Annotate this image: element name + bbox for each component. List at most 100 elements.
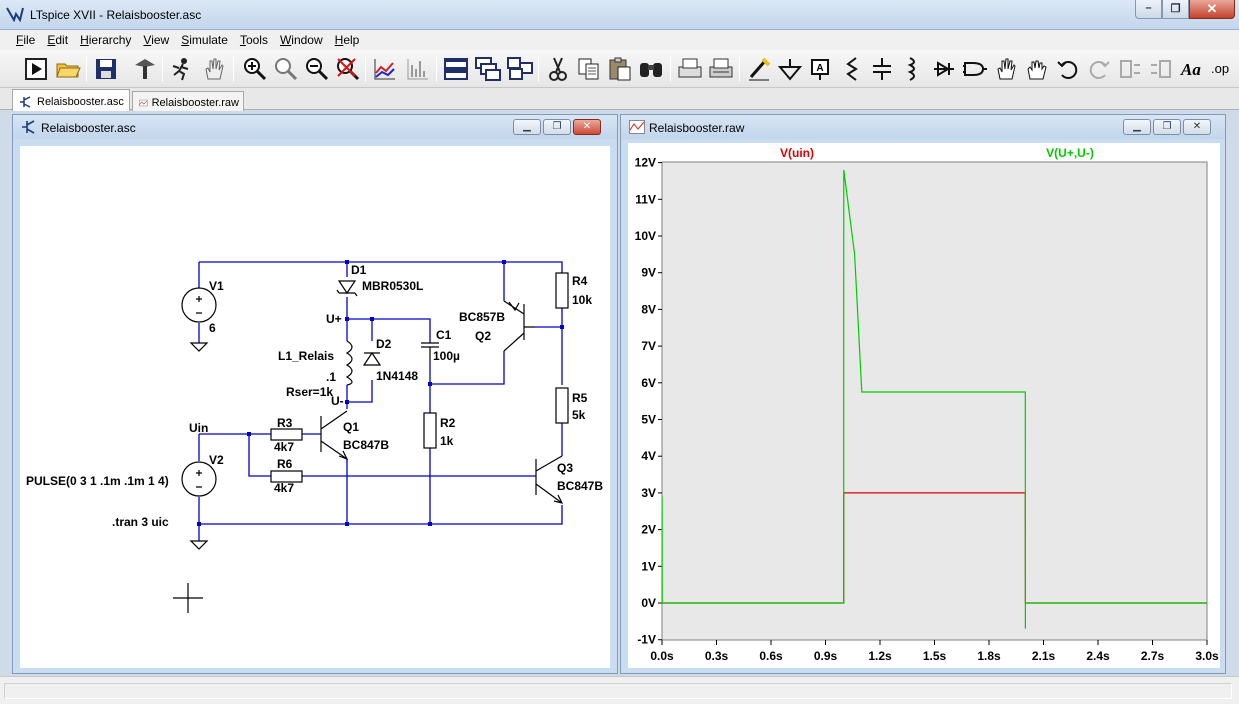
y-tick-label: 1V — [641, 559, 656, 573]
drag-icon[interactable] — [1023, 55, 1051, 83]
capacitor-icon[interactable] — [868, 55, 896, 83]
copy-icon[interactable] — [575, 55, 603, 83]
y-tick-label: -1V — [637, 633, 656, 647]
menu-accelerator: S — [181, 33, 190, 47]
toolbar-separator — [538, 56, 539, 82]
menu-hierarchy[interactable]: Hierarchy — [74, 30, 137, 50]
redo-icon[interactable] — [1085, 55, 1113, 83]
menu-simulate[interactable]: Simulate — [175, 30, 234, 50]
run-icon[interactable] — [22, 55, 50, 83]
q1-transistor[interactable] — [320, 410, 349, 461]
trace-vuplus-uminus[interactable] — [661, 169, 1207, 629]
legend: V(uin) V(U+,U-) — [780, 146, 1094, 160]
minimize-button[interactable]: – — [1135, 0, 1162, 19]
crosshair-cursor — [173, 583, 203, 613]
schematic-restore-button[interactable]: ❐ — [543, 119, 571, 135]
label-r2-value: 1k — [440, 434, 454, 448]
paste-icon[interactable] — [606, 55, 634, 83]
r5-resistor[interactable] — [555, 387, 569, 424]
menu-file[interactable]: File — [10, 30, 41, 50]
r6-resistor[interactable] — [270, 470, 303, 483]
x-tick-label: 2.4s — [1086, 649, 1110, 663]
d1-diode[interactable] — [336, 280, 358, 297]
menu-label-rest: dit — [55, 33, 69, 47]
cascade-icon[interactable] — [474, 55, 502, 83]
resistor-icon[interactable] — [838, 55, 866, 83]
menu-edit[interactable]: Edit — [41, 30, 74, 50]
autorange-icon[interactable] — [371, 55, 399, 83]
inductor-icon[interactable] — [898, 55, 926, 83]
zoom-cancel-icon[interactable] — [333, 55, 361, 83]
y-tick-label: 6V — [641, 376, 656, 390]
y-tick-label: 11V — [635, 192, 656, 206]
waveform-restore-button[interactable]: ❐ — [1153, 119, 1181, 135]
fft-icon[interactable] — [404, 55, 432, 83]
tab-waveform[interactable]: Relaisbooster.raw — [132, 91, 244, 111]
save-icon[interactable] — [92, 55, 120, 83]
y-tick-label: 10V — [635, 229, 656, 243]
spice-directive-icon[interactable]: .op — [1208, 55, 1238, 83]
pan-icon[interactable] — [200, 55, 228, 83]
zoom-area-icon[interactable] — [271, 55, 299, 83]
rotate-icon[interactable] — [1116, 55, 1144, 83]
text-icon[interactable]: Aa — [1178, 55, 1206, 83]
close-icon: ✕ — [1192, 121, 1202, 132]
r4-resistor[interactable] — [555, 272, 569, 309]
diode-icon[interactable] — [930, 55, 958, 83]
menu-tools[interactable]: Tools — [234, 30, 274, 50]
find-icon[interactable] — [637, 55, 665, 83]
maximize-button[interactable]: ❐ — [1162, 0, 1189, 19]
l1-inductor[interactable] — [345, 340, 353, 386]
menu-help[interactable]: Help — [329, 30, 366, 50]
component-icon[interactable] — [961, 55, 989, 83]
menu-view[interactable]: View — [137, 30, 175, 50]
wire-icon[interactable] — [745, 55, 773, 83]
tile-vertical-icon[interactable] — [506, 55, 534, 83]
zoom-in-icon[interactable] — [240, 55, 268, 83]
tab-schematic[interactable]: Relaisbooster.asc — [12, 89, 130, 111]
label-r3-value: 4k7 — [274, 440, 294, 454]
schematic-canvas[interactable]: V1 6 D1 MBR0530L R4 10k BC857B Q2 U+ D2 … — [20, 146, 610, 668]
label-uplus: U+ — [326, 312, 342, 326]
tile-horizontal-icon[interactable] — [442, 55, 470, 83]
r3-resistor[interactable] — [270, 428, 303, 441]
v1-source[interactable] — [181, 287, 217, 323]
schematic-close-button[interactable]: ✕ — [573, 119, 601, 135]
c1-capacitor[interactable] — [421, 342, 439, 361]
schematic-window-controls: ▁ ❐ ✕ — [513, 119, 601, 135]
x-tick-label: 1.8s — [977, 649, 1001, 663]
label-d1: D1 — [351, 263, 367, 277]
control-panel-icon[interactable] — [131, 55, 159, 83]
print-icon[interactable] — [707, 55, 735, 83]
waveform-minimize-button[interactable]: ▁ — [1123, 119, 1151, 135]
close-button[interactable]: ✕ — [1189, 0, 1235, 19]
move-icon[interactable] — [992, 55, 1020, 83]
menu-window[interactable]: Window — [274, 30, 329, 50]
q2-transistor[interactable] — [503, 300, 535, 352]
d2-diode[interactable] — [362, 351, 382, 366]
schematic-minimize-button[interactable]: ▁ — [513, 119, 541, 135]
label-net-icon[interactable]: A — [806, 55, 834, 83]
label-c1: C1 — [436, 328, 452, 342]
schematic-drawing[interactable]: V1 6 D1 MBR0530L R4 10k BC857B Q2 U+ D2 … — [20, 146, 610, 668]
ground-icon[interactable] — [776, 55, 804, 83]
q3-transistor[interactable] — [535, 455, 564, 504]
y-tick-label: 12V — [635, 156, 656, 170]
open-icon[interactable] — [54, 55, 82, 83]
halt-icon[interactable] — [168, 55, 196, 83]
v2-source[interactable] — [181, 461, 217, 497]
legend-vuin[interactable]: V(uin) — [780, 146, 814, 160]
r2-resistor[interactable] — [423, 412, 437, 449]
cut-icon[interactable] — [544, 55, 572, 83]
x-tick-label: 1.5s — [923, 649, 947, 663]
waveform-close-button[interactable]: ✕ — [1183, 119, 1211, 135]
undo-icon[interactable] — [1054, 55, 1082, 83]
legend-vuplus-uminus[interactable]: V(U+,U-) — [1046, 146, 1094, 160]
print-preview-icon[interactable] — [676, 55, 704, 83]
mirror-icon[interactable] — [1147, 55, 1175, 83]
zoom-out-icon[interactable] — [302, 55, 330, 83]
minimize-icon: – — [1145, 2, 1152, 14]
